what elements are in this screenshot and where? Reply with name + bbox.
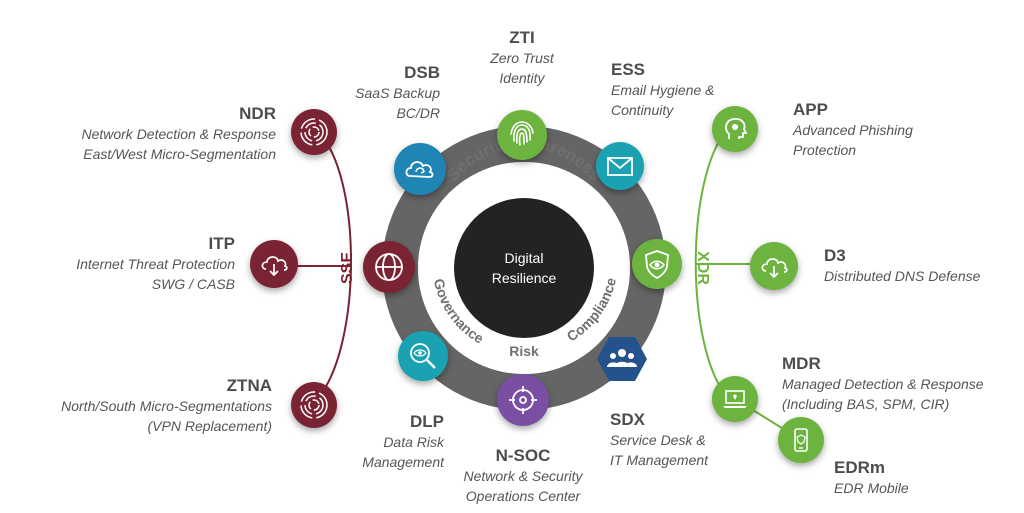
zti-line2: Identity <box>499 70 545 86</box>
zti-line1: Zero Trust <box>490 50 554 66</box>
edrm-title: EDRm <box>834 458 886 477</box>
cloud-download-icon <box>261 256 288 277</box>
ztna-title: ZTNA <box>226 376 272 395</box>
zti-title: ZTI <box>509 28 535 47</box>
people-icon <box>607 349 637 367</box>
nsoc-title: N-SOC <box>495 446 551 465</box>
ndr-line1: Network Detection & Response <box>81 126 276 142</box>
app-node[interactable] <box>712 106 758 152</box>
mdr-node[interactable] <box>712 376 758 422</box>
ndr-title: NDR <box>239 104 276 123</box>
head-icon <box>725 118 748 139</box>
xdr-label: XDR <box>694 251 711 285</box>
d3-label: D3 Distributed DNS Defense <box>824 246 1009 286</box>
d3-title: D3 <box>824 246 846 265</box>
mobile-icon <box>794 428 808 452</box>
ring-text-risk: Risk <box>509 343 539 359</box>
sdx-line1: Service Desk & <box>610 432 706 448</box>
mdr-line2: (Including BAS, SPM, CIR) <box>782 396 950 412</box>
edrm-label: EDRm EDR Mobile <box>834 458 954 498</box>
cloud-download-icon <box>761 258 788 279</box>
mdr-line1: Managed Detection & Response <box>782 376 984 392</box>
nsoc-label: N-SOC Network & Security Operations Cent… <box>440 446 606 506</box>
sse-node[interactable] <box>363 241 415 293</box>
edrm-line1: EDR Mobile <box>834 480 909 496</box>
ndr-node[interactable] <box>291 109 337 155</box>
mdr-title: MDR <box>782 354 821 373</box>
sdx-node[interactable] <box>596 335 648 383</box>
app-label: APP Advanced Phishing Protection <box>793 100 943 160</box>
core-line2: Resilience <box>491 270 557 286</box>
ess-title: ESS <box>611 60 646 79</box>
itp-title: ITP <box>208 234 235 253</box>
app-title: APP <box>793 100 828 119</box>
core-circle <box>454 198 594 338</box>
core-line1: Digital <box>504 250 544 266</box>
magnifier-eye-icon <box>410 343 436 369</box>
maze-icon <box>300 391 328 419</box>
dsb-line2: BC/DR <box>396 105 440 121</box>
core-title: Digital Resilience <box>474 248 574 288</box>
dlp-label: DLP Data Risk Management <box>334 412 444 472</box>
dsb-line1: SaaS Backup <box>355 85 440 101</box>
nsoc-node[interactable] <box>497 374 549 426</box>
fingerprint-icon <box>510 121 534 146</box>
ess-label: ESS Email Hygiene & Continuity <box>611 60 761 120</box>
dsb-node[interactable] <box>394 143 446 195</box>
itp-node[interactable] <box>250 240 298 288</box>
sdx-line2: IT Management <box>610 452 709 468</box>
envelope-icon <box>607 157 633 176</box>
eye-shield-icon <box>645 250 669 280</box>
dlp-line1: Data Risk <box>383 434 444 450</box>
ess-node[interactable] <box>596 142 644 190</box>
zti-label: ZTI Zero Trust Identity <box>462 28 582 88</box>
ztna-label: ZTNA North/South Micro-Segmentations (VP… <box>20 376 272 436</box>
app-line2: Protection <box>793 142 857 158</box>
dlp-title: DLP <box>410 412 444 431</box>
ess-line1: Email Hygiene & <box>611 82 715 98</box>
xdr-bracket <box>694 127 729 399</box>
mdr-label: MDR Managed Detection & Response (Includ… <box>782 354 1012 414</box>
d3-node[interactable] <box>750 242 798 290</box>
itp-line2: SWG / CASB <box>151 276 235 292</box>
ess-line2: Continuity <box>611 102 674 118</box>
sse-bracket <box>317 131 352 399</box>
ztna-node[interactable] <box>291 382 337 428</box>
maze-icon <box>300 118 328 146</box>
itp-line1: Internet Threat Protection <box>76 256 235 272</box>
sse-label: SSE <box>339 252 356 284</box>
app-line1: Advanced Phishing <box>793 122 913 138</box>
zti-node[interactable] <box>497 110 547 160</box>
nsoc-line2: Operations Center <box>465 488 581 504</box>
xdr-node[interactable] <box>632 239 682 289</box>
ndr-line2: East/West Micro-Segmentation <box>83 146 276 162</box>
ztna-line1: North/South Micro-Segmentations <box>61 398 272 414</box>
laptop-icon <box>723 390 747 408</box>
sdx-label: SDX Service Desk & IT Management <box>610 410 740 470</box>
dsb-title: DSB <box>404 63 440 82</box>
dlp-line2: Management <box>362 454 444 470</box>
ndr-label: NDR Network Detection & Response East/We… <box>40 104 276 164</box>
itp-label: ITP Internet Threat Protection SWG / CAS… <box>40 234 235 294</box>
dsb-label: DSB SaaS Backup BC/DR <box>330 63 440 123</box>
globe-icon <box>375 253 403 281</box>
d3-line1: Distributed DNS Defense <box>824 268 981 284</box>
sdx-title: SDX <box>610 410 645 429</box>
edrm-node[interactable] <box>778 417 824 463</box>
crosshair-icon <box>509 386 537 414</box>
nsoc-line1: Network & Security <box>463 468 583 484</box>
dlp-node[interactable] <box>398 331 448 381</box>
cloud-sync-icon <box>405 161 434 178</box>
ztna-line2: (VPN Replacement) <box>147 418 273 434</box>
